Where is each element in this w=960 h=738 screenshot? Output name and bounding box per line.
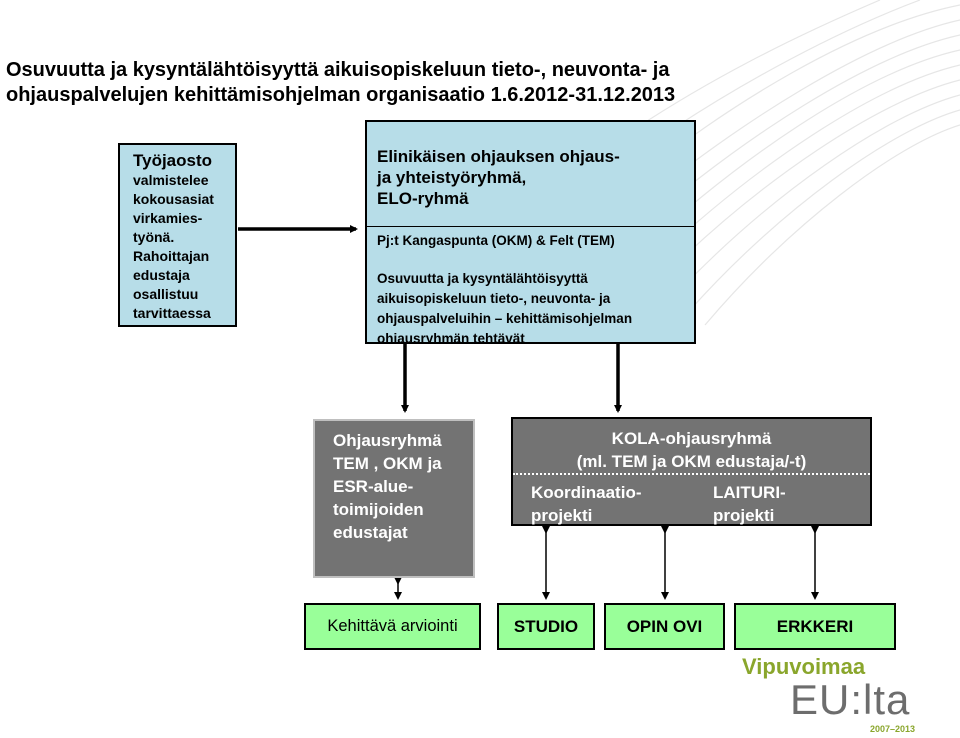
logo-vipuvoimaa-text: Vipuvoimaa	[742, 654, 866, 679]
tyojaosto-heading: Työjaosto	[133, 151, 213, 170]
logo-eulta-text: EU:lta	[790, 676, 911, 723]
elo-chairs: Pj:t Kangaspunta (OKM) & Felt (TEM)	[377, 233, 615, 248]
kola-heading: KOLA-ohjausryhmä (ml. TEM ja OKM edustaj…	[576, 429, 807, 471]
project-studio: STUDIO	[497, 603, 595, 650]
page-title: Osuvuutta ja kysyntälähtöisyyttä aikuiso…	[6, 59, 676, 106]
project-opin-ovi: OPIN OVI	[604, 603, 725, 650]
elo-group-box: Elinikäisen ohjauksen ohjaus- ja yhteist…	[365, 120, 696, 344]
elo-heading: Elinikäisen ohjauksen ohjaus- ja yhteist…	[377, 147, 620, 208]
kola-laituri-projekti: LAITURI- projekti	[713, 483, 786, 525]
project-kehittava-arviointi: Kehittävä arviointi	[304, 603, 481, 650]
kola-koordinaatio-projekti: Koordinaatio- projekti	[531, 483, 642, 525]
ohjausryhma-box: Ohjausryhmä TEM , OKM ja ESR-alue- toimi…	[313, 419, 475, 578]
tyojaosto-description: valmistelee kokousasiat virkamies- työnä…	[133, 172, 214, 321]
ohjausryhma-text: Ohjausryhmä TEM , OKM ja ESR-alue- toimi…	[333, 431, 442, 542]
logo-years-text: 2007–2013	[870, 724, 916, 734]
kola-dotted-divider	[513, 473, 870, 475]
elo-divider	[367, 226, 694, 227]
project-erkkeri: ERKKERI	[734, 603, 896, 650]
vipuvoimaa-eu-logo: Vipuvoimaa EU:lta 2007–2013	[742, 654, 942, 738]
elo-task-description: Osuvuutta ja kysyntälähtöisyyttä aikuiso…	[377, 271, 633, 344]
tyojaosto-box: Työjaosto valmistelee kokousasiat virkam…	[118, 143, 237, 327]
kola-box: KOLA-ohjausryhmä (ml. TEM ja OKM edustaj…	[511, 417, 872, 526]
